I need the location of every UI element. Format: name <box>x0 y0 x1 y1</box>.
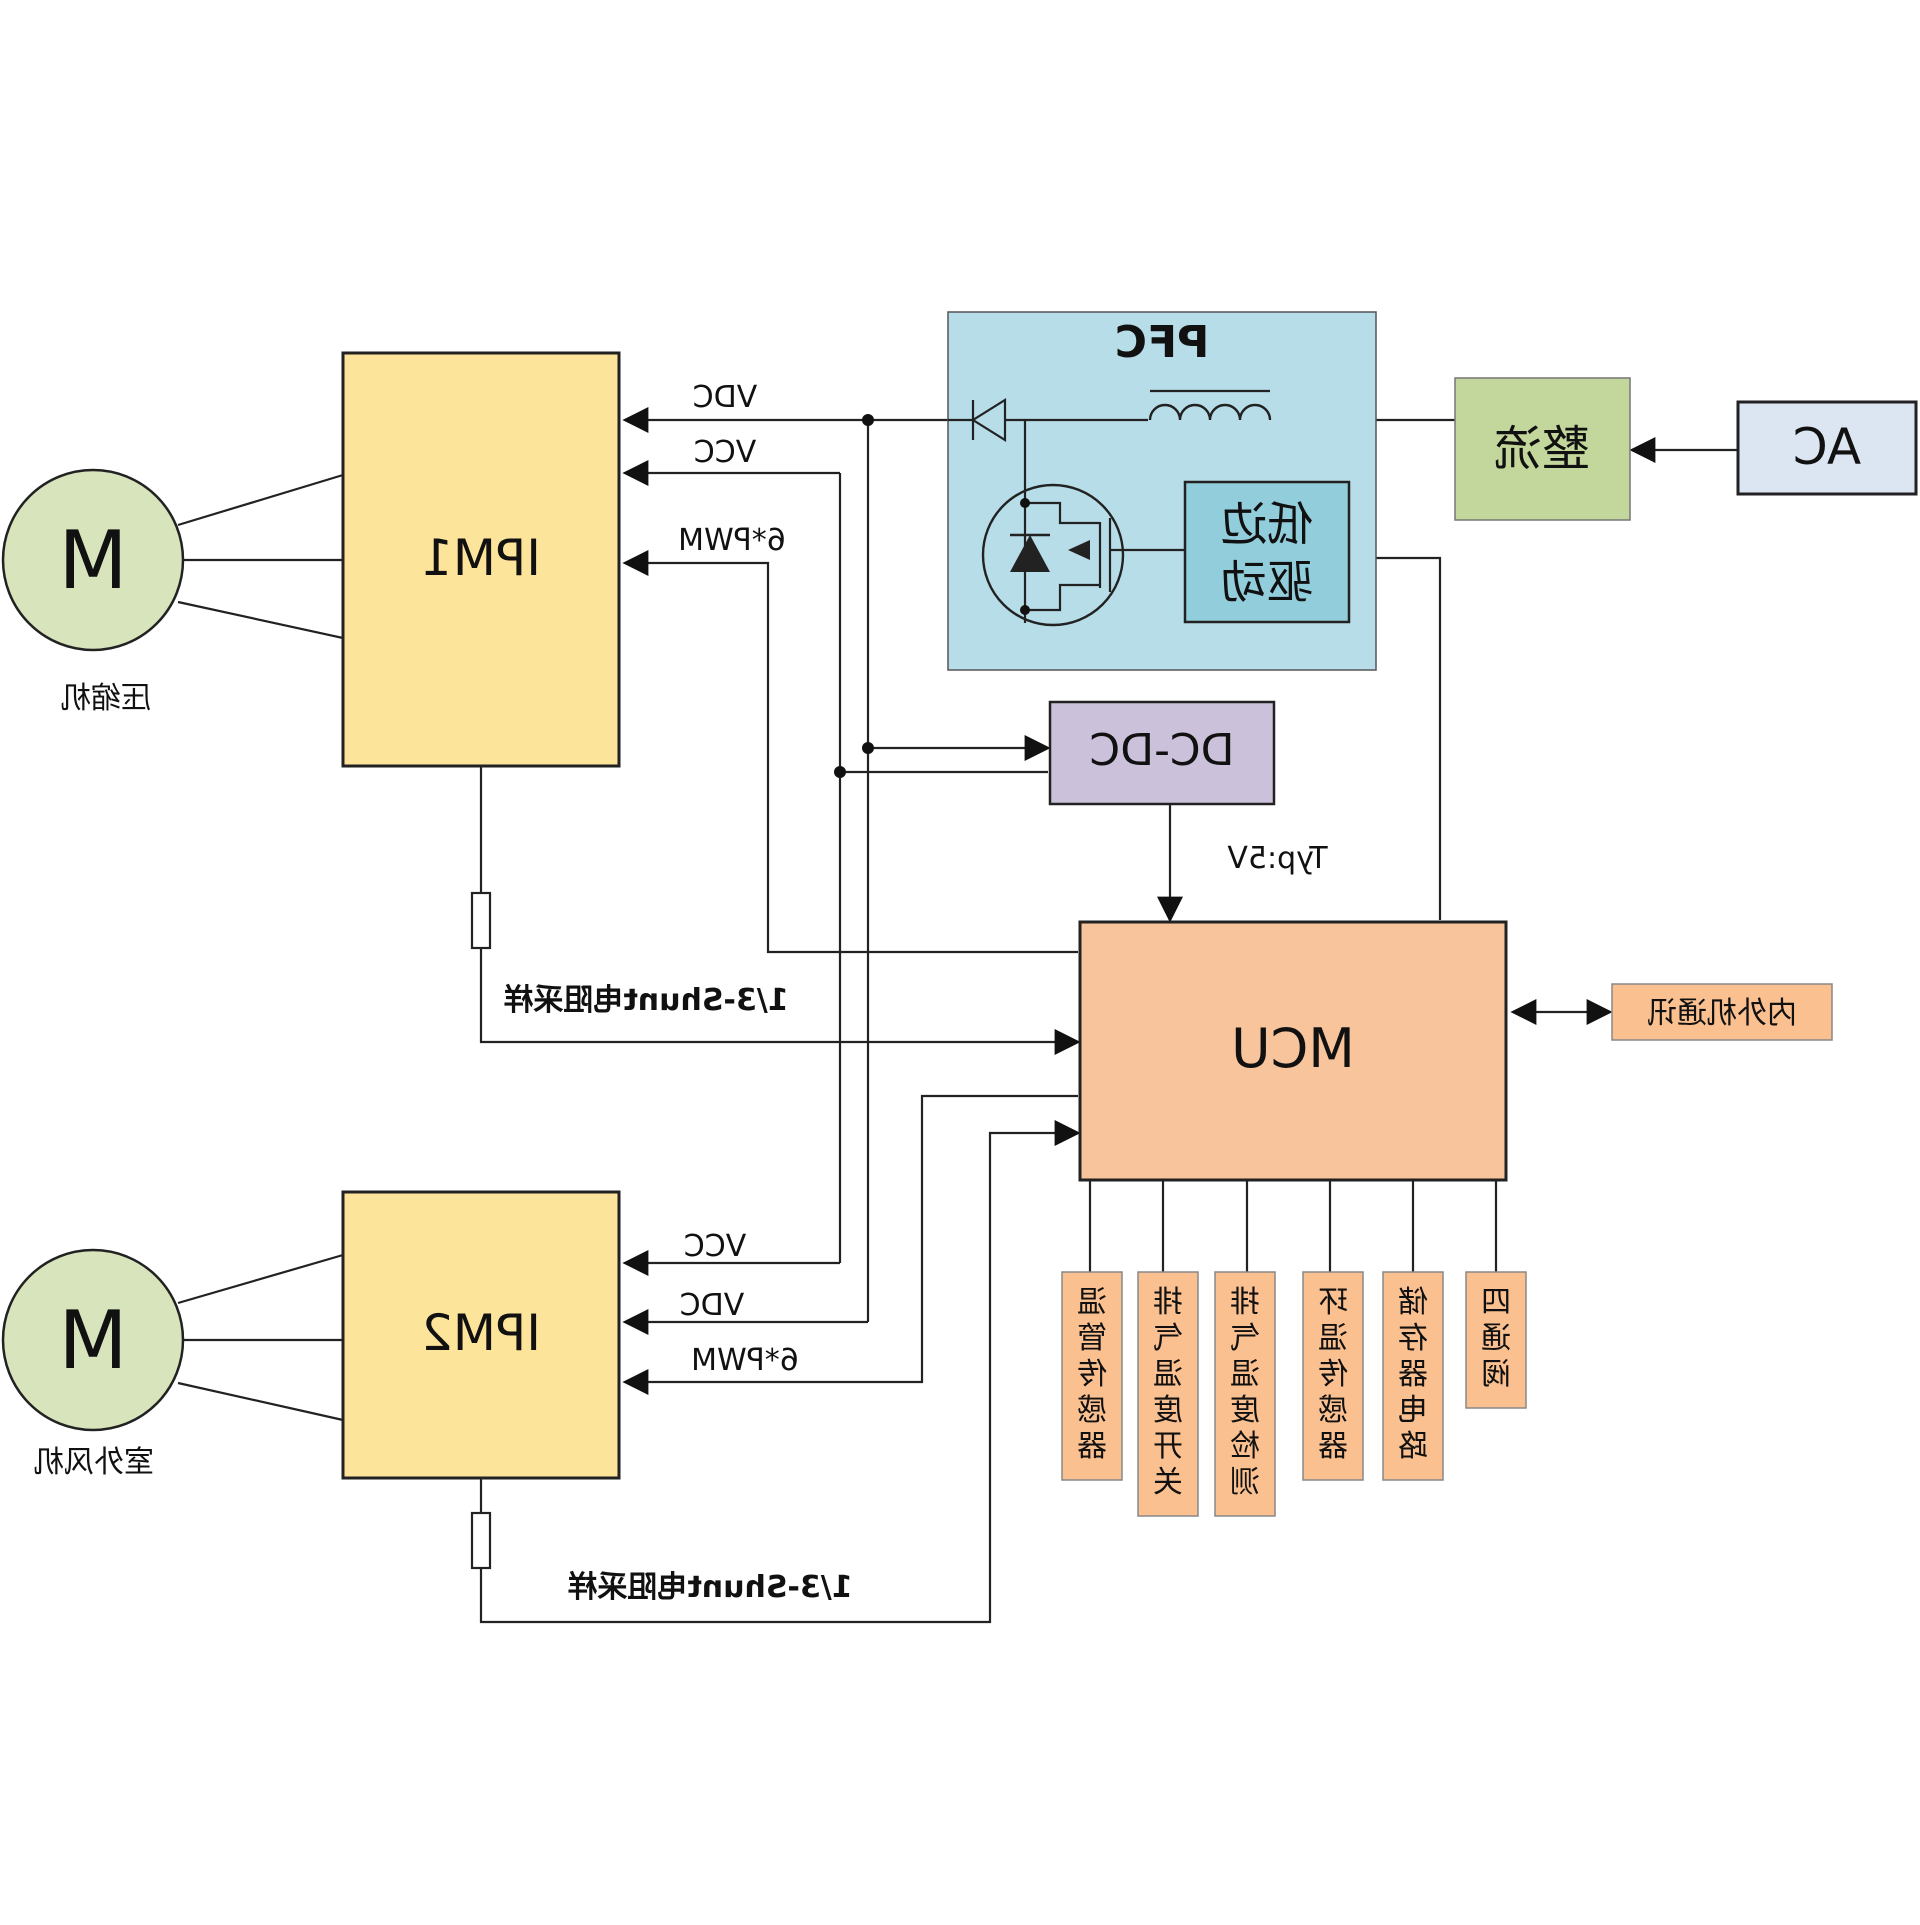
phase-wire <box>177 600 344 640</box>
ac-label: AC <box>1793 418 1861 476</box>
motor-symbol: M <box>58 514 127 607</box>
ipm1-vdc-label: VDC <box>693 380 758 415</box>
junction-dot <box>862 742 874 754</box>
comm-block: 内外机通讯 <box>1611 983 1833 1041</box>
mcu-to-driver <box>1349 545 1442 920</box>
sensor-label: 排气温度开关 <box>1153 1285 1183 1500</box>
sensor-group: 温管传感器 排气温度开关 排气温度检测 环温传感器 储存器电路 四通阀 <box>1061 1271 1527 1517</box>
ipm2-vdc-label: VDC <box>680 1288 745 1323</box>
ac-source: AC <box>1736 400 1918 496</box>
sensor-label: 环温传感器 <box>1318 1285 1348 1464</box>
sensor-label: 四通阀 <box>1481 1285 1511 1392</box>
rectifier-label: 整流 <box>1494 421 1590 477</box>
sensor-box: 温管传感器 <box>1061 1271 1123 1481</box>
shunt-sense-line-ipm2 <box>479 1120 1081 1624</box>
sensor-box: 四通阀 <box>1465 1271 1527 1409</box>
junction-dot <box>862 414 874 426</box>
sensor-box: 排气温度开关 <box>1137 1271 1199 1517</box>
rectifier-block: 整流 <box>1454 377 1631 521</box>
shunt-resistor-ipm2 <box>470 1511 492 1570</box>
driver-label-1: 低边 <box>1221 497 1313 551</box>
shunt-resistor-ipm1 <box>470 891 492 950</box>
dcdc-label: DC-DC <box>1089 725 1234 776</box>
pfc-title: PFC <box>1115 317 1210 368</box>
sensor-box: 环温传感器 <box>1302 1271 1364 1481</box>
inductor-icon <box>1148 389 1272 422</box>
comm-label: 内外机通讯 <box>1647 996 1797 1031</box>
ipm2-vcc-label: VCC <box>684 1229 746 1264</box>
ipm1-block: IPM1 <box>341 351 621 768</box>
ipm2-shunt-label: 1/3-Shunt电阻采样 <box>567 1570 852 1605</box>
phase-wire <box>177 473 344 527</box>
pwm-line-ipm1 <box>622 550 1078 954</box>
ipm1-pwm-label: 6*PWM <box>678 523 786 558</box>
fan-label: 室外风机 <box>34 1445 154 1480</box>
pwm-line-ipm2 <box>622 1094 1078 1395</box>
sensor-label: 排气温度检测 <box>1230 1285 1260 1500</box>
motor-symbol: M <box>58 1294 127 1387</box>
ipm2-title: IPM2 <box>421 1304 541 1362</box>
diode-icon <box>970 398 1007 442</box>
low-side-driver: 低边 驱动 <box>1183 480 1351 624</box>
sensor-label: 温管传感器 <box>1077 1285 1107 1464</box>
dcdc-block: DC-DC <box>1048 700 1276 806</box>
shunt-sense-line-ipm1 <box>479 948 1081 1055</box>
dcdc-output-label: Typ:5V <box>1227 841 1329 876</box>
mcu-block: MCU <box>1078 920 1508 1182</box>
ipm1-vcc-label: VCC <box>694 435 756 470</box>
ipm2-pwm-label: 6*PWM <box>691 1343 799 1378</box>
phase-wire <box>177 1381 344 1422</box>
phase-wire <box>177 1253 344 1305</box>
ipm1-title: IPM1 <box>421 529 541 587</box>
mosfet-icon <box>981 420 1185 627</box>
mcu-label: MCU <box>1231 1017 1355 1080</box>
sensor-label: 储存器电路 <box>1398 1285 1428 1464</box>
sensor-box: 储存器电路 <box>1382 1271 1444 1481</box>
compressor-motor: M <box>1 468 185 652</box>
driver-label-2: 驱动 <box>1221 555 1313 609</box>
ipm2-block: IPM2 <box>341 1190 621 1480</box>
compressor-label: 压缩机 <box>61 681 151 716</box>
fan-motor: M <box>1 1248 185 1432</box>
ipm1-shunt-label: 1/3-Shunt电阻采样 <box>503 983 788 1018</box>
junction-dot <box>834 766 846 778</box>
sensor-box: 排气温度检测 <box>1214 1271 1276 1517</box>
pfc-block: PFC 低边 驱动 <box>947 311 1377 671</box>
